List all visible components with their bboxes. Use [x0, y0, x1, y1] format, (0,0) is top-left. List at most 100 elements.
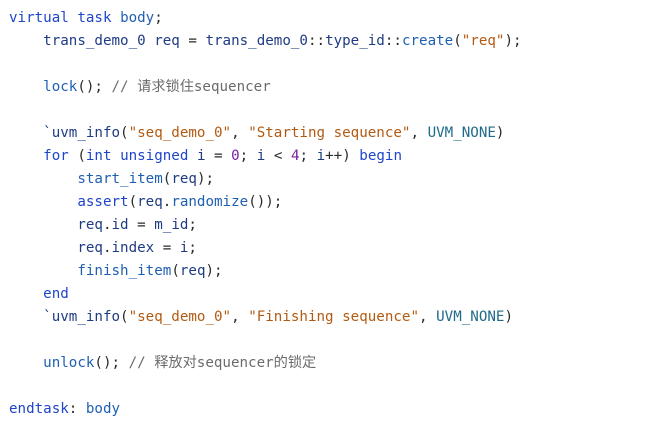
code-token: [9, 309, 43, 325]
code-line: [9, 375, 653, 398]
code-line: trans_demo_0 req = trans_demo_0::type_id…: [9, 30, 653, 53]
code-token: index: [111, 240, 155, 256]
code-token: m_id: [154, 217, 189, 233]
code-token: "req": [461, 33, 505, 49]
code-token: ;: [299, 148, 317, 164]
code-token: // 释放对sequencer的锁定: [128, 355, 317, 371]
code-token: body: [85, 401, 121, 417]
code-token: [9, 240, 77, 256]
code-token: ;: [154, 10, 163, 26]
code-token: ::: [384, 33, 402, 49]
code-token: ;: [188, 240, 197, 256]
code-token: <: [265, 148, 291, 164]
code-token: .: [102, 240, 112, 256]
code-token: randomize: [171, 194, 249, 210]
code-token: (: [120, 309, 129, 325]
code-token: [112, 10, 121, 26]
code-token: // 请求锁住sequencer: [111, 79, 271, 95]
code-token: [9, 263, 77, 279]
code-token: "Starting sequence": [248, 125, 411, 141]
code-token: =: [205, 148, 232, 164]
code-token: ++): [325, 148, 360, 164]
code-token: body: [120, 10, 155, 26]
code-token: ;: [239, 148, 257, 164]
code-token: ,: [231, 125, 249, 141]
code-token: start_item: [77, 171, 163, 187]
code-token: `uvm_info: [43, 309, 121, 325]
code-token: unlock: [43, 355, 95, 371]
code-token: (: [68, 148, 86, 164]
code-token: ,: [231, 309, 249, 325]
code-token: req: [179, 263, 206, 279]
code-token: [9, 355, 43, 371]
code-token: create: [401, 33, 454, 49]
code-token: [146, 33, 155, 49]
code-token: task: [77, 10, 112, 26]
code-token: =: [128, 217, 155, 233]
code-line: unlock(); // 释放对sequencer的锁定: [9, 352, 653, 375]
code-token: .: [102, 217, 112, 233]
code-token: .: [162, 194, 172, 210]
code-token: [9, 125, 43, 141]
code-line: `uvm_info("seq_demo_0", "Finishing seque…: [9, 306, 653, 329]
code-token: virtual: [9, 10, 69, 26]
code-token: lock: [43, 79, 78, 95]
code-token: req: [77, 240, 103, 256]
code-token: ): [495, 125, 505, 141]
code-line: [9, 99, 653, 122]
code-token: finish_item: [77, 263, 172, 279]
code-token: ());: [248, 194, 283, 210]
code-line: req.id = m_id;: [9, 214, 653, 237]
code-token: ();: [94, 355, 129, 371]
code-token: unsigned: [120, 148, 189, 164]
code-line: [9, 53, 653, 76]
code-token: [9, 33, 43, 49]
code-token: req: [171, 171, 197, 187]
code-token: ,: [419, 309, 437, 325]
code-token: [9, 171, 77, 187]
code-token: [112, 148, 121, 164]
code-token: i: [256, 148, 266, 164]
code-token: begin: [359, 148, 403, 164]
code-token: [9, 286, 43, 302]
code-token: `uvm_info: [43, 125, 121, 141]
code-token: trans_demo_0: [43, 33, 146, 49]
code-token: [9, 148, 43, 164]
code-token: 0: [231, 148, 240, 164]
code-token: [9, 194, 77, 210]
code-token: ::: [307, 33, 326, 49]
code-token: );: [196, 171, 215, 187]
code-token: );: [205, 263, 223, 279]
code-line: `uvm_info("seq_demo_0", "Starting sequen…: [9, 122, 653, 145]
code-line: assert(req.randomize());: [9, 191, 653, 214]
code-line: finish_item(req);: [9, 260, 653, 283]
code-token: type_id: [325, 33, 385, 49]
code-token: i: [316, 148, 326, 164]
code-token: (: [171, 263, 180, 279]
code-token: "seq_demo_0": [128, 309, 232, 325]
code-token: UVM_NONE: [436, 309, 505, 325]
code-token: "Finishing sequence": [248, 309, 420, 325]
code-line: lock(); // 请求锁住sequencer: [9, 76, 653, 99]
code-token: trans_demo_0: [205, 33, 308, 49]
code-token: [188, 148, 197, 164]
code-token: );: [504, 33, 522, 49]
code-token: ,: [410, 125, 428, 141]
code-token: req: [77, 217, 103, 233]
code-token: req: [154, 33, 180, 49]
code-token: int: [85, 148, 112, 164]
code-line: start_item(req);: [9, 168, 653, 191]
code-token: (: [120, 125, 129, 141]
code-token: id: [111, 217, 129, 233]
code-line: req.index = i;: [9, 237, 653, 260]
code-token: 4: [290, 148, 300, 164]
code-token: endtask: [9, 401, 69, 417]
code-token: for: [43, 148, 69, 164]
code-line: end: [9, 283, 653, 306]
code-token: end: [43, 286, 69, 302]
code-token: :: [68, 401, 86, 417]
code-token: i: [196, 148, 206, 164]
code-token: UVM_NONE: [427, 125, 496, 141]
code-line: for (int unsigned i = 0; i < 4; i++) beg…: [9, 145, 653, 168]
